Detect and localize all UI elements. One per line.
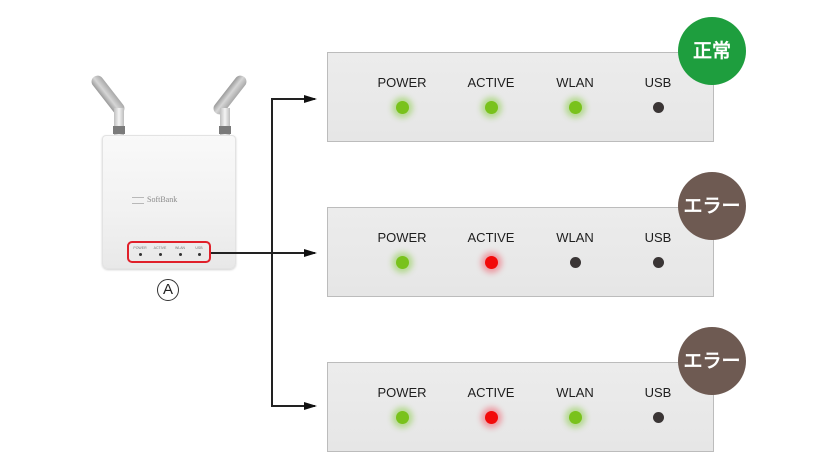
led-light-red (484, 256, 498, 269)
led-indicator-power: POWER (362, 75, 442, 114)
led-status-panel: POWER ACTIVE WLAN USB (327, 207, 714, 297)
led-indicator-usb: USB (618, 385, 698, 423)
arrow-head-icon (304, 95, 317, 103)
router-led-label: POWER (133, 246, 147, 250)
router-label-circle: A (157, 279, 179, 301)
led-indicator-usb: USB (618, 75, 698, 113)
led-indicator-wlan: WLAN (535, 385, 615, 424)
antenna-nut-left (113, 126, 125, 134)
router-led-dot (197, 253, 201, 256)
led-light-off (652, 257, 664, 268)
led-status-panel: POWER ACTIVE WLAN USB (327, 362, 714, 452)
led-indicator-active: ACTIVE (451, 75, 531, 114)
connector-line-bottom (271, 405, 315, 407)
router-led-label: ACTIVE (153, 246, 167, 250)
led-indicator-active: ACTIVE (451, 385, 531, 424)
brand-logo-icon (132, 197, 144, 204)
router-brand: SoftBank (147, 195, 178, 204)
router-led-label: USB (195, 246, 203, 250)
led-indicator-wlan: WLAN (535, 230, 615, 268)
led-light-green (395, 411, 409, 424)
led-indicator-active: ACTIVE (451, 230, 531, 269)
led-indicator-power: POWER (362, 385, 442, 424)
router-led-power: POWER (130, 246, 150, 256)
led-light-off (652, 102, 664, 113)
led-light-off (652, 412, 664, 423)
led-light-green (484, 101, 498, 114)
router-body (102, 135, 236, 269)
led-label: WLAN (556, 75, 594, 90)
router-led-wlan: WLAN (170, 246, 190, 256)
antenna-connector-left (114, 108, 124, 136)
router-led-usb: USB (189, 246, 209, 256)
led-label: ACTIVE (467, 385, 515, 400)
status-badge-error: エラー (678, 172, 746, 240)
led-light-off (569, 257, 581, 268)
led-label: WLAN (556, 385, 594, 400)
router-led-label: WLAN (174, 246, 186, 250)
led-light-green (568, 101, 582, 114)
led-indicator-power: POWER (362, 230, 442, 269)
led-indicator-wlan: WLAN (535, 75, 615, 114)
led-label: USB (644, 385, 672, 400)
led-label: USB (644, 75, 672, 90)
status-badge-normal: 正常 (678, 17, 746, 85)
led-light-green (395, 101, 409, 114)
connector-line-top (271, 98, 315, 100)
led-light-green (395, 256, 409, 269)
router-led-dot (178, 253, 182, 256)
led-status-panel: POWER ACTIVE WLAN USB (327, 52, 714, 142)
led-label: POWER (377, 75, 427, 90)
led-label: POWER (377, 385, 427, 400)
led-label: POWER (377, 230, 427, 245)
router-led-dot (138, 253, 142, 256)
connector-line-main (211, 252, 315, 254)
arrow-head-icon (304, 402, 317, 410)
arrow-head-icon (304, 249, 317, 257)
led-label: ACTIVE (467, 75, 515, 90)
led-indicator-usb: USB (618, 230, 698, 268)
led-light-green (568, 411, 582, 424)
router-led-dot (158, 253, 162, 256)
led-light-red (484, 411, 498, 424)
connector-line-vertical (271, 98, 273, 406)
router-led-active: ACTIVE (150, 246, 170, 256)
antenna-nut-right (219, 126, 231, 134)
antenna-connector-right (220, 108, 230, 136)
router-led-highlight: POWER ACTIVE WLAN USB (127, 241, 211, 263)
antenna-right (211, 73, 249, 117)
status-badge-error: エラー (678, 327, 746, 395)
led-label: USB (644, 230, 672, 245)
led-label: WLAN (556, 230, 594, 245)
led-label: ACTIVE (467, 230, 515, 245)
